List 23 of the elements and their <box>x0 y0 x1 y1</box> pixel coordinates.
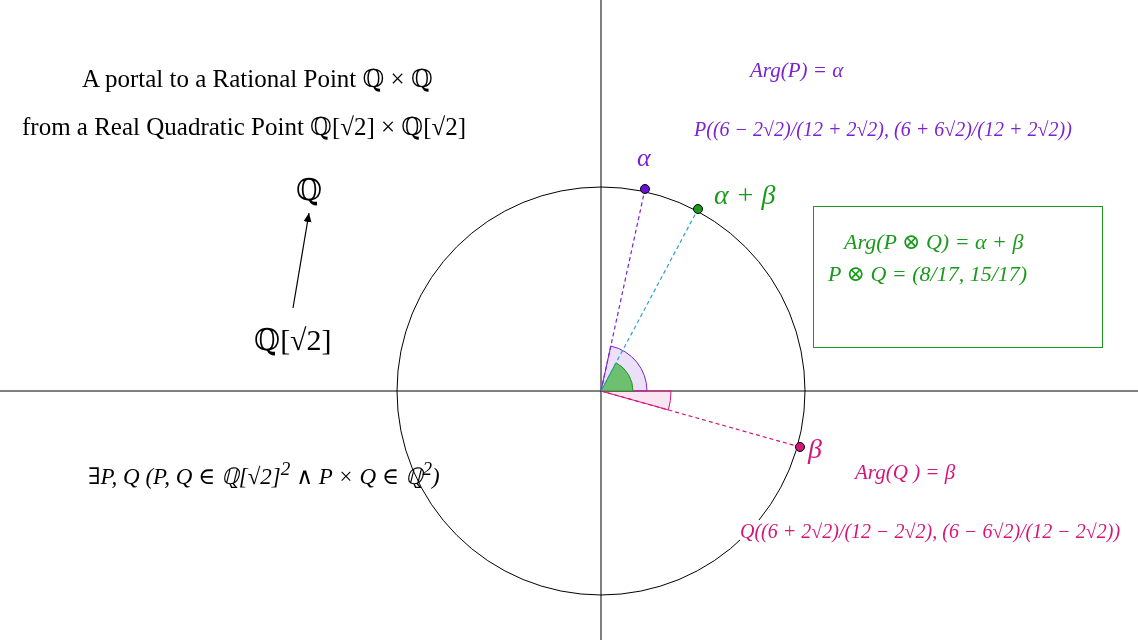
point-coordinates: P((6 − 2√2)/(12 + 2√2), (6 + 6√2)/(12 + 2√2)) <box>694 118 1072 141</box>
title-line: A portal to a Rational Point ℚ × ℚ <box>82 64 433 93</box>
point-dot <box>640 184 650 194</box>
dashed-radius-line <box>600 212 697 392</box>
point-label: α + β <box>714 179 776 211</box>
angle-sectors-drawing <box>600 345 672 411</box>
point-dot <box>693 204 703 214</box>
argument-label: Arg(Q ) = β <box>855 460 956 485</box>
math-text: ℚ[√2] <box>254 322 332 357</box>
result-box <box>813 206 1103 348</box>
point-dot <box>795 442 805 452</box>
existence-formula: ∃P, Q (P, Q ∈ ℚ[√2]$^{2}$ ∧ P × Q ∈ ℚ$^{2}$) <box>88 458 440 491</box>
dashed-radius-line <box>600 390 796 447</box>
point-label: α <box>637 143 651 173</box>
dashed-radius-line <box>600 193 645 392</box>
formula: Arg(P ⊗ Q) = α + β <box>842 229 1025 255</box>
math-text: ℚ <box>296 172 323 207</box>
point-label: β <box>808 433 822 465</box>
title-line: from a Real Quadratic Point ℚ[√2] × ℚ[√2] <box>22 112 466 141</box>
point-coordinates: Q((6 + 2√2)/(12 − 2√2), (6 − 6√2)/(12 − 2√2)) <box>740 520 1121 543</box>
arrow <box>292 212 312 309</box>
argument-label: Arg(P) = α <box>750 58 844 83</box>
formula: P ⊗ Q = (8/17, 15/17) <box>828 261 1029 287</box>
